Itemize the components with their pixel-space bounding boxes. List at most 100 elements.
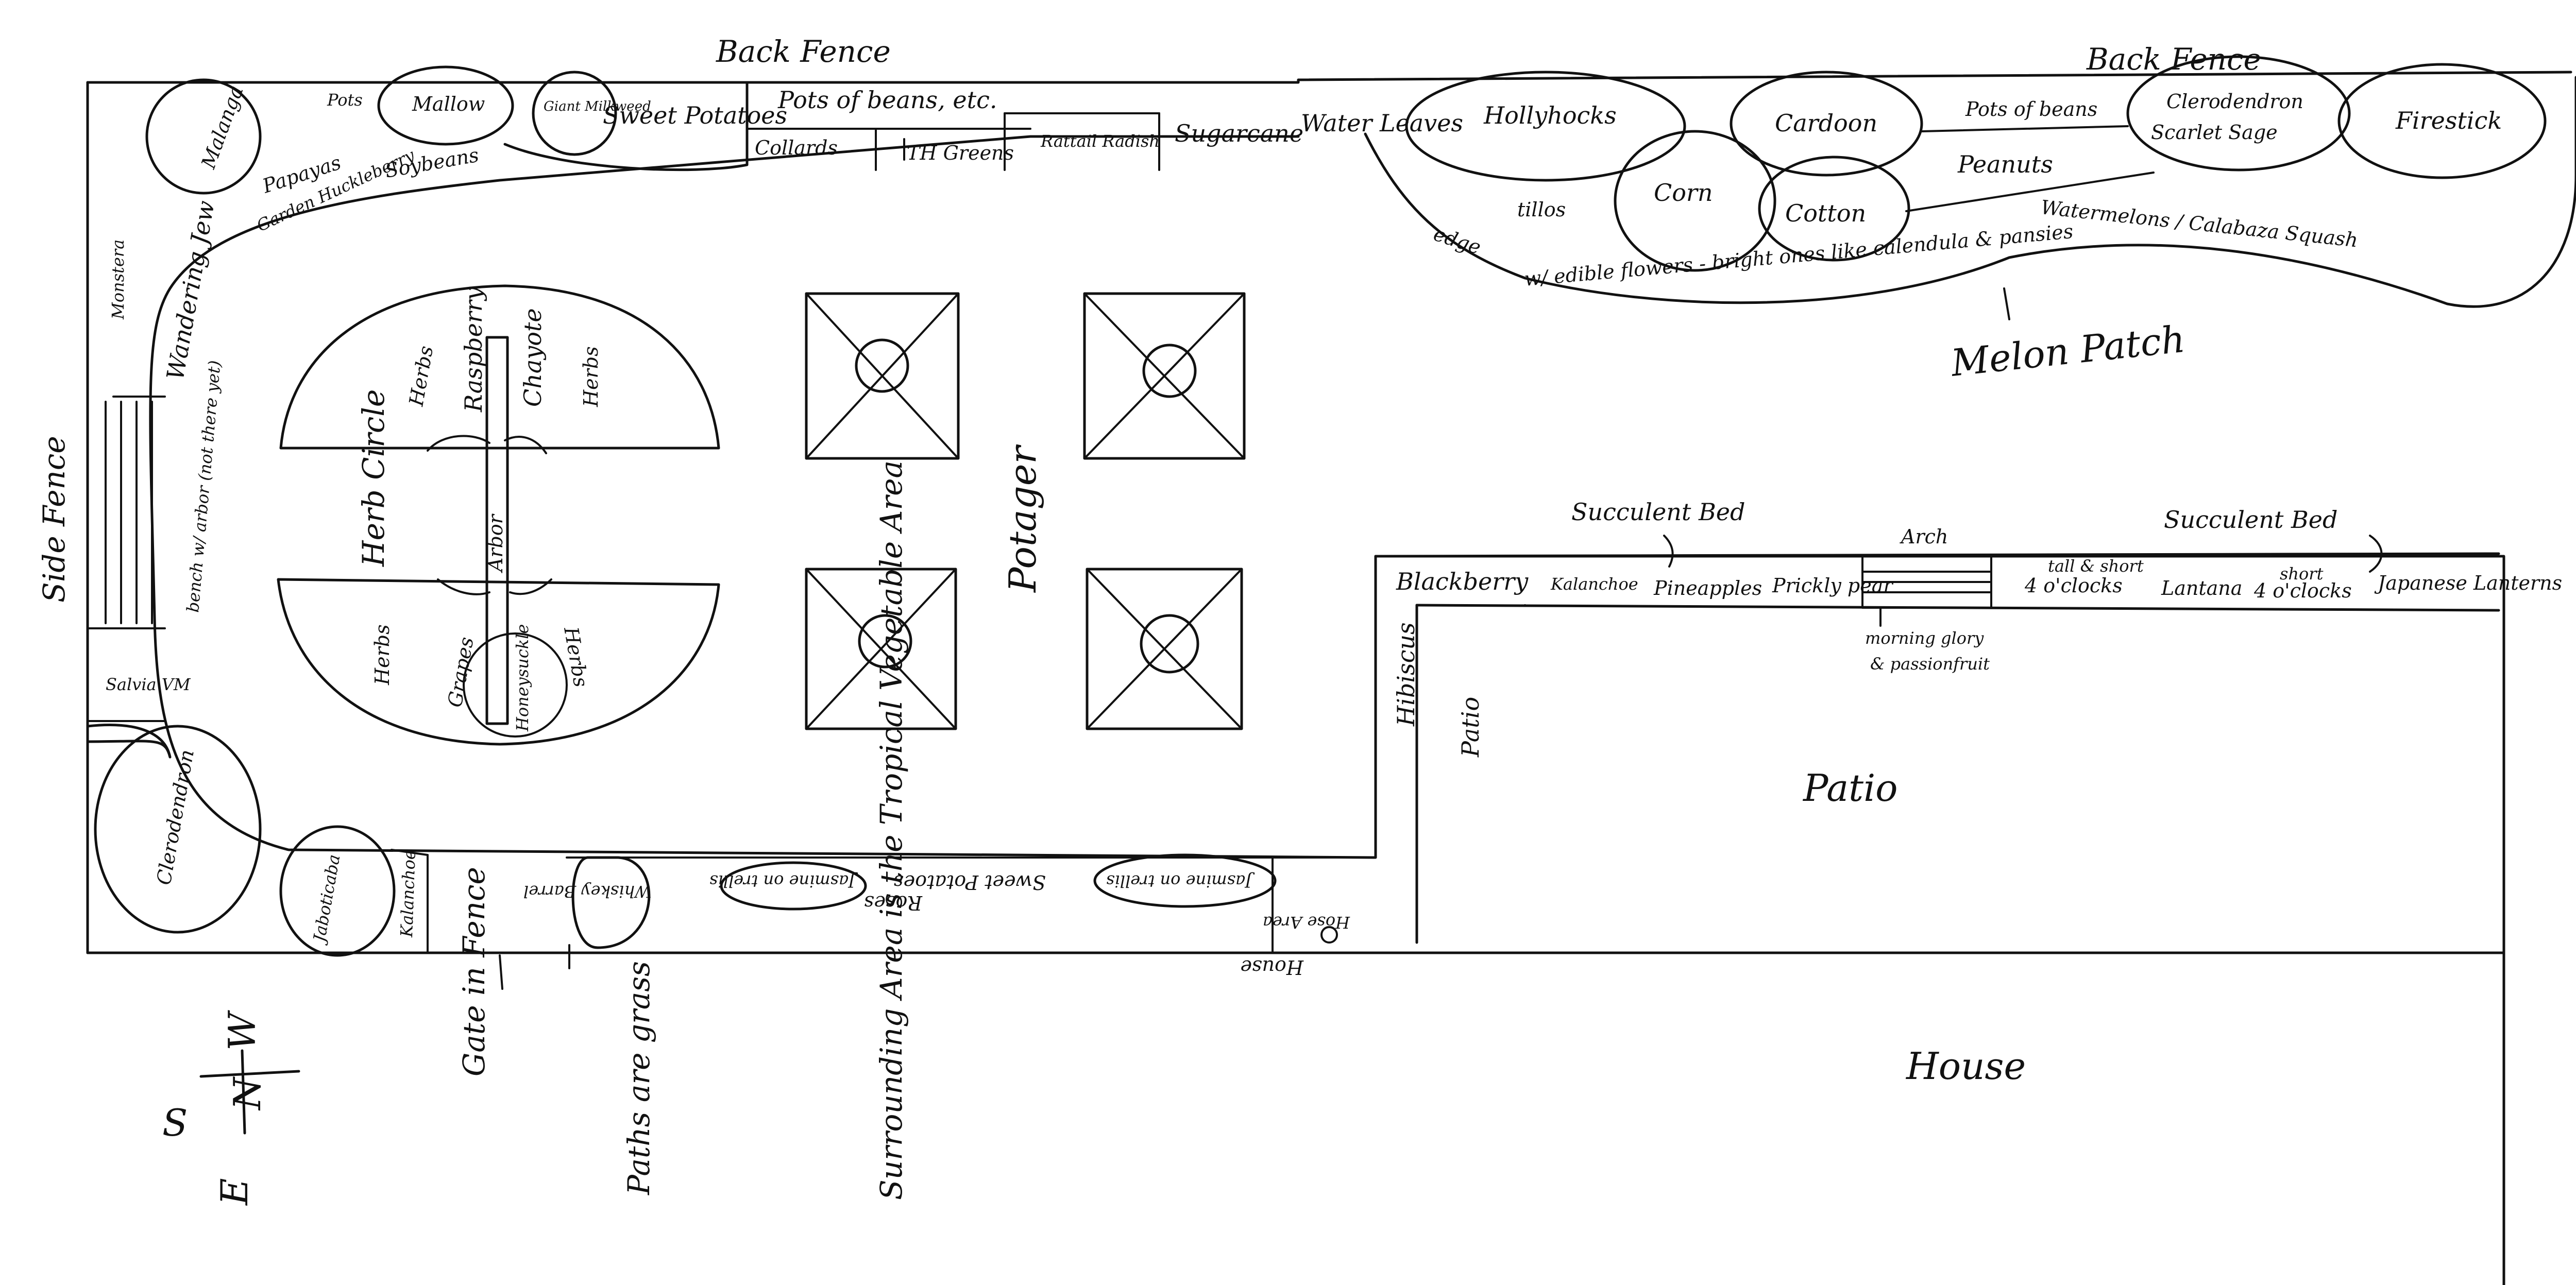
pineapples-label: Pineapples xyxy=(1653,577,1762,599)
melon-patch-label: Melon Patch xyxy=(1948,317,2187,385)
jasmine-trellis-1-label: Jasmine on trellis xyxy=(709,871,858,891)
succulent-bed-2-label: Succulent Bed xyxy=(2164,506,2337,534)
giant-milkweed-bed xyxy=(532,71,617,156)
firestick-bed xyxy=(2337,63,2547,179)
herbs-2-label: Herbs xyxy=(580,346,602,407)
clerodendron-top-label: Clerodendron xyxy=(2166,90,2303,113)
patio-small-label: Patio xyxy=(1456,697,1484,758)
cardoon-bed xyxy=(1730,71,1923,177)
japanese-lanterns-label: Japanese Lanterns xyxy=(2374,572,2562,594)
passionfruit-label: & passionfruit xyxy=(1870,654,1990,674)
herb-circle-label: Herb Circle xyxy=(356,389,391,567)
peanuts-label: Peanuts xyxy=(1957,150,2053,178)
collards-label: Collards xyxy=(755,136,838,159)
house-small-label: House xyxy=(1241,956,1304,979)
scarlet-sage-bed xyxy=(2126,55,2351,172)
edge-label: edge xyxy=(1431,222,1484,259)
corn-bed xyxy=(1614,130,1776,272)
sweet-potatoes-south-label: Sweet Potatoes xyxy=(893,871,1046,894)
melon-patch-outline xyxy=(1364,76,2576,308)
prickly-pear-label: Prickly pear xyxy=(1772,574,1894,597)
honeysuckle-bed xyxy=(463,632,568,738)
whiskey-barrel-label: Whiskey Barrel xyxy=(523,882,652,901)
raspberry-label: Raspberry xyxy=(460,286,487,413)
monstera-label: Monstera xyxy=(108,239,128,320)
tillos-label: tillos xyxy=(1517,198,1566,221)
water-leaves-label: Water Leaves xyxy=(1301,109,1463,137)
succulent-bed-1-leader xyxy=(1663,535,1674,568)
four-oclocks-1-label: 4 o'clocks xyxy=(2024,574,2123,597)
kalanchoe-left-label: Kalanchoe xyxy=(397,849,419,938)
giant-milkweed-label: Giant Milkweed xyxy=(544,99,651,114)
gate-leader xyxy=(499,954,503,990)
sugarcane-label: Sugarcane xyxy=(1175,119,1303,147)
edible-flowers-label: w/ edible flowers - bright ones like cal… xyxy=(1523,220,2074,290)
gate-in-fence-label: Gate in Fence xyxy=(456,867,492,1076)
lantana-label: Lantana xyxy=(2161,577,2242,599)
malanga-bed xyxy=(145,78,262,195)
four-oclocks-2-label: 4 o'clocks xyxy=(2253,579,2352,602)
potager-bed-3 xyxy=(805,568,957,730)
cotton-bed xyxy=(1758,156,1910,262)
morning-glory-label: morning glory xyxy=(1865,628,1984,648)
bench xyxy=(105,401,153,624)
cotton-label: Cotton xyxy=(1785,199,1866,227)
herbs-3-label: Herbs xyxy=(371,624,394,686)
herb-circle-bottom xyxy=(277,578,720,746)
clerodendron-left-label: Clerodendron xyxy=(152,748,199,886)
short-label: short xyxy=(2280,564,2324,584)
pots-of-beans-divider xyxy=(1921,125,2129,132)
arbor xyxy=(485,336,509,725)
kalanchoe-left-divider xyxy=(391,849,429,856)
grapes-label: Grapes xyxy=(444,636,478,709)
sweet-potatoes-label: Sweet Potatoes xyxy=(603,101,787,129)
peanuts-divider xyxy=(1905,172,2155,212)
blackberry-label: Blackberry xyxy=(1396,568,1529,595)
jasmine-trellis-2-bed xyxy=(1093,853,1277,908)
herbs-1-label: Herbs xyxy=(404,344,437,408)
succulent-bed-1-label: Succulent Bed xyxy=(1571,498,1745,526)
compass-e: E xyxy=(213,1178,256,1206)
bench-label: bench w/ arbor (not there yet) xyxy=(183,359,225,613)
honeysuckle-label: Honeysuckle xyxy=(513,624,532,732)
potager-bed-2 xyxy=(1083,292,1246,460)
surrounding-area-label: Surrounding Area is the Tropical Vegetab… xyxy=(874,460,909,1200)
back-fence-right-label: Back Fence xyxy=(2086,42,2261,77)
herb-circle-center-bl xyxy=(437,578,490,595)
watermelons-label: Watermelons / Calabaza Squash xyxy=(2040,196,2359,251)
cardoon-label: Cardoon xyxy=(1775,109,1877,137)
chayote-label: Chayote xyxy=(519,308,547,407)
herb-circle-center-right xyxy=(504,436,547,454)
scarlet-sage-label: Scarlet Sage xyxy=(2151,121,2278,144)
compass-n: N xyxy=(226,1076,269,1111)
herbs-4-label: Herbs xyxy=(560,625,592,689)
kalanchoe-bed-label: Kalanchoe xyxy=(1550,574,1638,594)
herb-circle-center-left xyxy=(427,435,490,452)
compass-s: S xyxy=(162,1101,188,1144)
mallow-bed xyxy=(377,65,514,146)
hollyhocks-bed xyxy=(1405,71,1686,182)
back-fence-left-label: Back Fence xyxy=(716,34,891,69)
side-fence-label: Side Fence xyxy=(37,436,72,603)
jasmine-trellis-2-label: Jasmine on trellis xyxy=(1106,871,1255,891)
mallow-label: Mallow xyxy=(412,93,485,115)
jaboticaba-label: Jaboticaba xyxy=(309,853,344,946)
hose-area-label: Hose Area xyxy=(1263,913,1350,932)
hollyhocks-label: Hollyhocks xyxy=(1483,101,1617,129)
clerodendron-left-bed xyxy=(94,725,262,934)
paths-are-grass-label: Paths are grass xyxy=(621,961,656,1195)
compass xyxy=(199,1049,300,1135)
succulent-bed-2-leader xyxy=(2369,535,2383,573)
jasmine-trellis-1-bed xyxy=(720,861,867,911)
roses-label: Roses xyxy=(864,892,923,914)
rattail-radish-label: Rattail Radish xyxy=(1040,131,1160,151)
hose-marker xyxy=(1320,926,1338,944)
salvia-label: Salvia VM xyxy=(106,675,191,694)
tall-short-label: tall & short xyxy=(2048,556,2144,576)
corn-label: Corn xyxy=(1654,179,1713,207)
herb-circle-top xyxy=(279,284,720,450)
back-bed-inner-edge xyxy=(149,135,2505,954)
compass-w: W xyxy=(221,1010,264,1051)
back-fence-line xyxy=(86,71,2572,84)
